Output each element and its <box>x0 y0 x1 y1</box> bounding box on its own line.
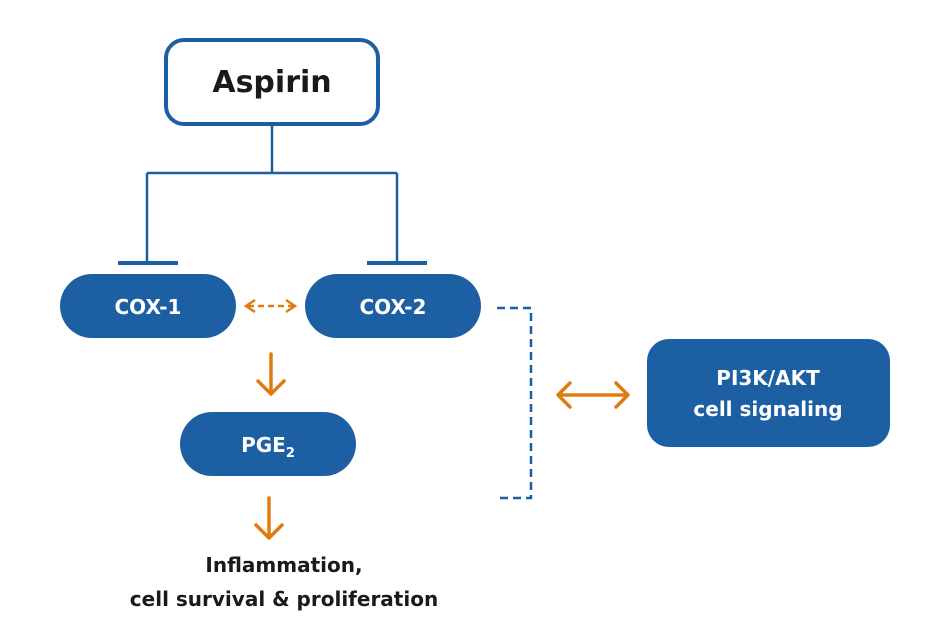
outcome-line-1: Inflammation, <box>205 553 363 577</box>
pi3k-label-line1: PI3K/AKT <box>716 366 820 390</box>
cox2-label: COX-2 <box>360 295 427 319</box>
cox2-box <box>305 274 481 338</box>
cox-interaction-arrow <box>243 298 298 314</box>
inhibition-connector <box>145 124 399 262</box>
dashed-bracket <box>497 306 533 500</box>
pge2-box <box>180 412 356 476</box>
aspirin-label: Aspirin <box>212 65 331 100</box>
arrow-down-to-pge2 <box>256 352 286 396</box>
outcome-text: Inflammation, cell survival & proliferat… <box>94 548 474 616</box>
pi3k-interaction-arrow <box>556 381 630 409</box>
cox1-label: COX-1 <box>115 295 182 319</box>
pi3k-akt-box <box>647 339 890 447</box>
pge2-label: PGE2 <box>241 433 295 461</box>
pi3k-label-line2: cell signaling <box>693 397 842 421</box>
arrow-down-to-outcome <box>254 496 284 540</box>
outcome-line-2: cell survival & proliferation <box>129 587 439 611</box>
cox1-box <box>60 274 236 338</box>
